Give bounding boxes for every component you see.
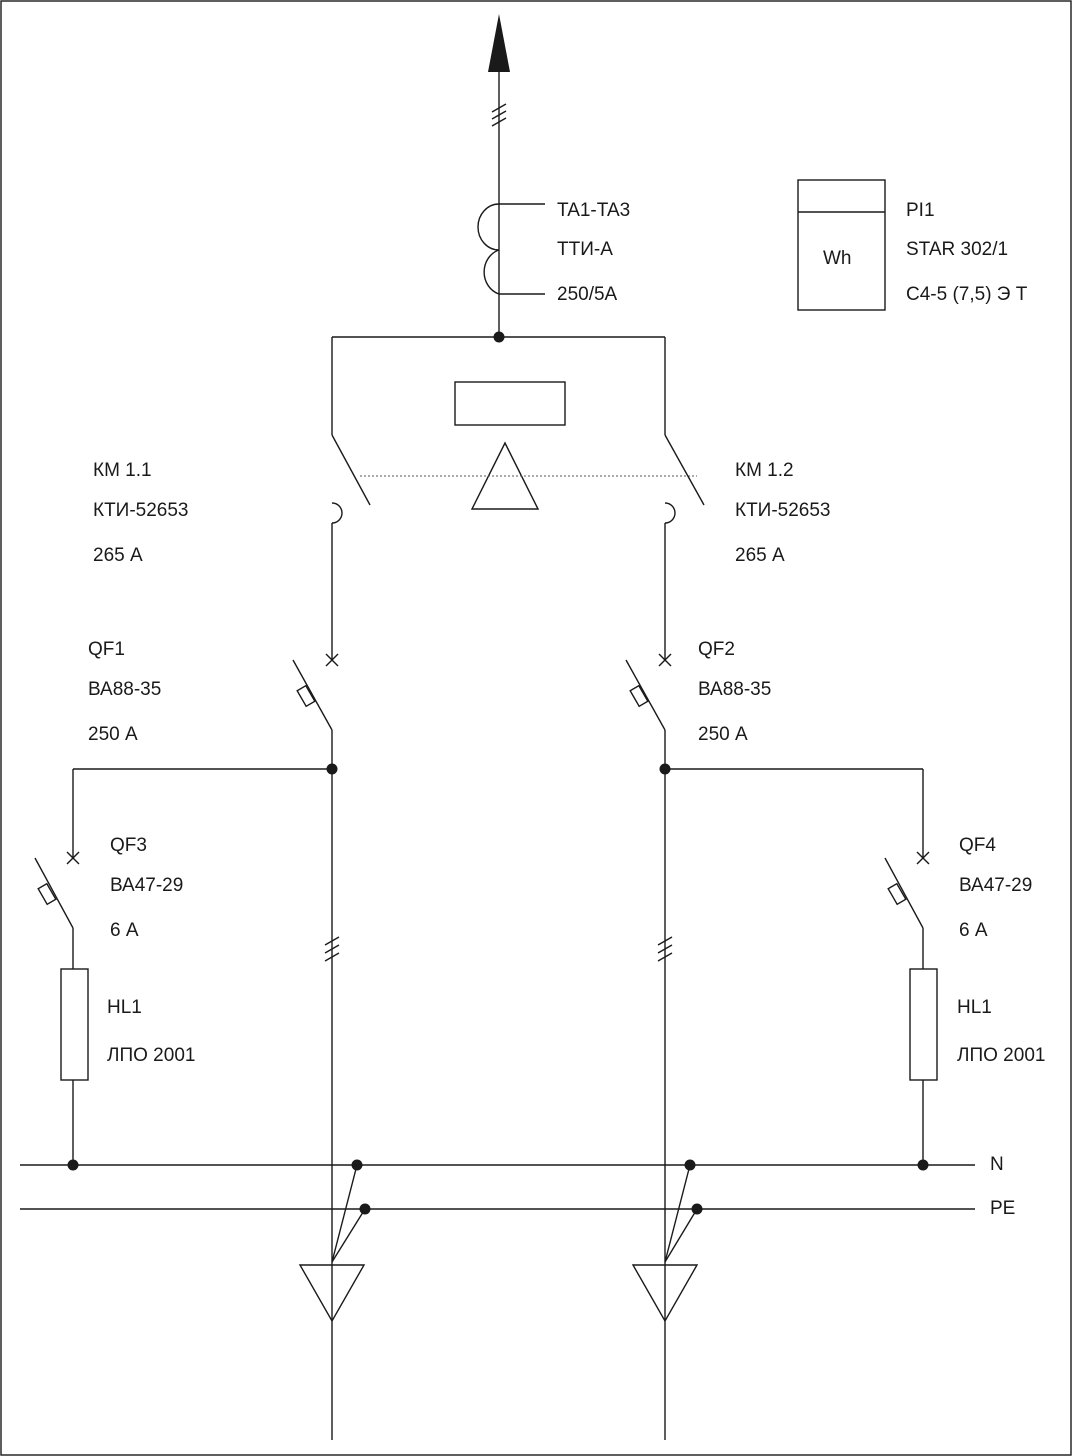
interlock-coil [454,381,566,426]
contactor-2-designation: КМ 1.2 [735,460,794,481]
right-lamp-branch: QF4 ВА47-29 6 А HL1 ЛПО 2001 [659,763,1045,1165]
lamp-right-type: ЛПО 2001 [957,1045,1045,1066]
lamp-left-designation: HL1 [107,997,142,1018]
contactor-km-1-1: КМ 1.1 КТИ-52653 265 А [93,434,371,660]
three-phase-tick-marks [491,103,507,127]
qf3-type: ВА47-29 [110,875,183,896]
junction-dot [493,331,505,343]
qf4-designation: QF4 [959,835,996,856]
contactor-2-rating: 265 А [735,545,785,566]
meter-symbol: Wh [823,248,852,269]
ats-contactor-block [331,331,697,510]
bus-n-label: N [990,1154,1004,1175]
breaker-qf1: QF1 ВА88-35 250 А [88,639,339,770]
qf3-rating: 6 А [110,920,139,941]
bus-n: N [20,1154,1004,1175]
contactor-2-type: КТИ-52653 [735,500,831,521]
transformer-type: ТТИ-А [557,239,613,260]
transformer-designation: TA1-TA3 [557,200,630,221]
qf2-rating: 250 А [698,724,748,745]
cable-termination-right [631,1164,699,1323]
qf1-type: ВА88-35 [88,679,161,700]
transformer-ratio: 250/5А [557,284,618,305]
qf4-rating: 6 А [959,920,988,941]
lamp-hl1-right [909,968,938,1081]
contactor-1-type: КТИ-52653 [93,500,189,521]
lamp-left-type: ЛПО 2001 [107,1045,195,1066]
meter-model: STAR 302/1 [906,239,1008,260]
breaker-qf2: QF2 ВА88-35 250 А [625,639,771,770]
contactor-km-1-2: КМ 1.2 КТИ-52653 265 А [664,434,831,660]
outgoing-line-left [324,769,340,1440]
qf1-rating: 250 А [88,724,138,745]
meter-designation: PI1 [906,200,935,221]
lamp-right-designation: HL1 [957,997,992,1018]
bus-pe-label: PE [990,1198,1015,1219]
qf4-type: ВА47-29 [959,875,1032,896]
energy-meter: Wh PI1 STAR 302/1 С4-5 (7,5) Э Т [797,179,1028,311]
qf2-designation: QF2 [698,639,735,660]
cable-termination-left [298,1164,366,1323]
qf2-type: ВА88-35 [698,679,771,700]
qf3-designation: QF3 [110,835,147,856]
lamp-hl1-left [60,968,89,1081]
incoming-feeder [488,14,510,200]
outgoing-line-right [657,769,673,1440]
bus-pe: PE [20,1198,1015,1219]
arrow-up-icon [488,14,510,72]
contactor-1-rating: 265 А [93,545,143,566]
contactor-1-designation: КМ 1.1 [93,460,152,481]
meter-spec: С4-5 (7,5) Э Т [906,284,1028,305]
qf1-designation: QF1 [88,639,125,660]
current-transformer: TA1-TA3 ТТИ-А 250/5А [477,200,630,337]
left-lamp-branch: QF3 ВА47-29 6 А HL1 ЛПО 2001 [34,763,338,1165]
